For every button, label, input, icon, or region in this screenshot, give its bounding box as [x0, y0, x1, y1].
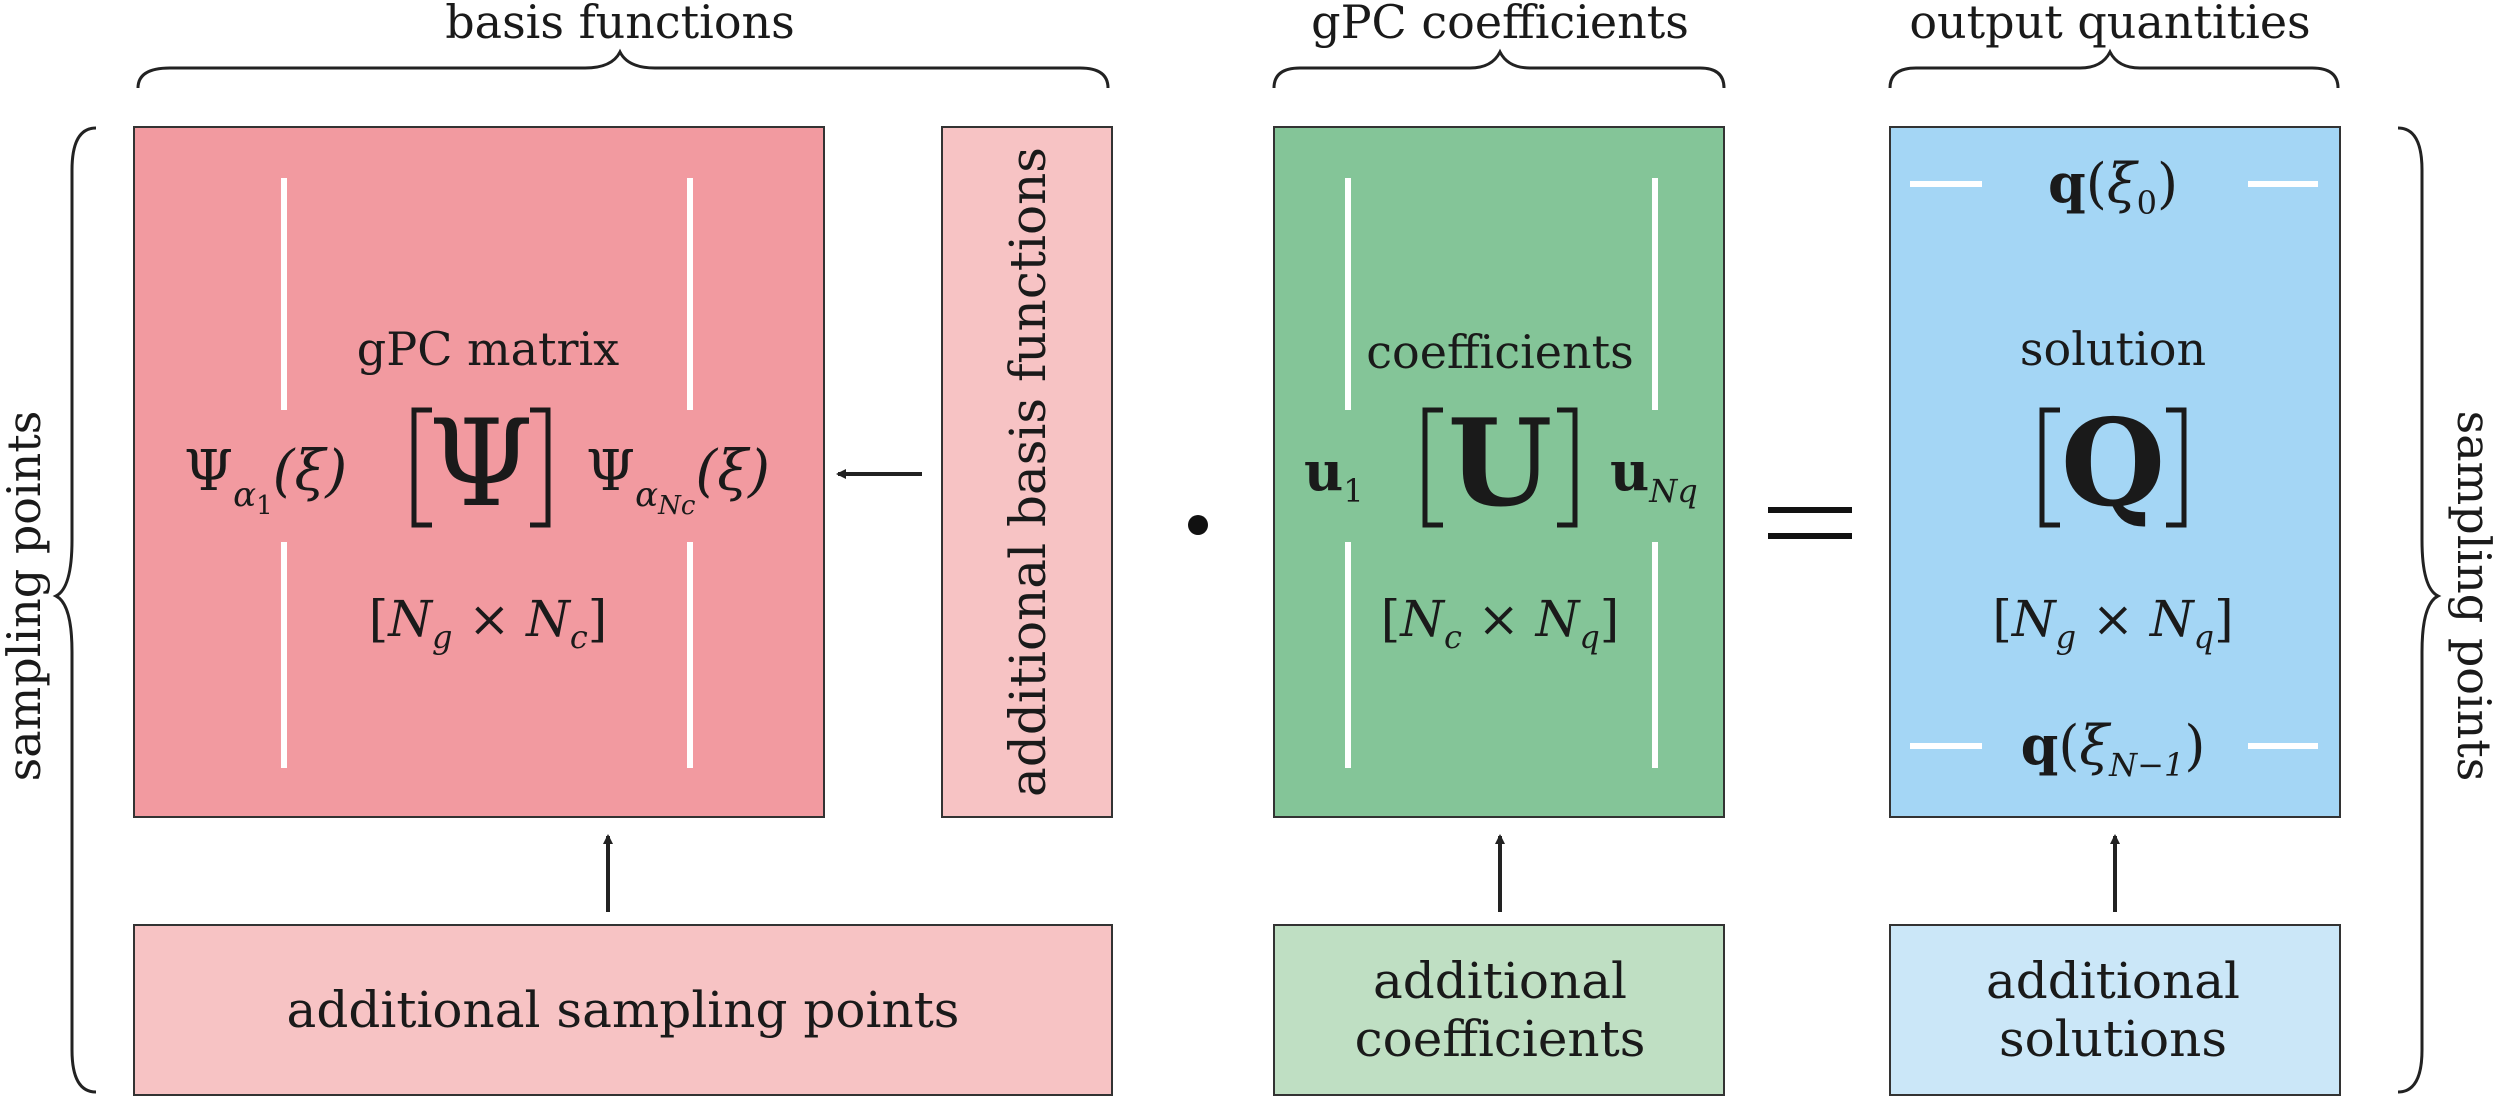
psi-symbol: Ψ: [428, 395, 533, 534]
basis-fn-first: Ψα1(ξ): [184, 439, 347, 521]
gpc-matrix-title: gPC matrix: [357, 322, 619, 376]
brace-basis: [136, 48, 1110, 89]
coeff-title: coefficients: [1366, 325, 1634, 379]
basis-fn-last: ΨαNc(ξ): [586, 439, 770, 521]
label-sampling-points-right: sampling points: [2447, 411, 2494, 782]
gpc-matrix-dims: [Ng × Nc]: [369, 590, 608, 656]
additional-basis-box: [941, 126, 1113, 818]
solution-first-row: q(ξ0): [2048, 151, 2178, 222]
equals-bar-bottom: [1768, 533, 1852, 539]
header-output-quantities: output quantities: [1909, 0, 2310, 49]
q-symbol: Q: [2061, 393, 2166, 534]
bracket-left: [1422, 407, 1443, 528]
header-basis-functions: basis functions: [445, 0, 795, 49]
solution-title: solution: [2020, 322, 2206, 376]
brace-right: [2397, 126, 2442, 1094]
additional-sampling-box: [133, 924, 1113, 1096]
brace-coeff: [1272, 48, 1726, 89]
brace-output: [1888, 48, 2340, 89]
solution-last-row: q(ξN−1): [2021, 713, 2206, 784]
solution-box: [1889, 126, 2341, 818]
additional-coeff-label-line2: coefficients: [1355, 1010, 1646, 1068]
additional-solutions-label-line2: solutions: [1999, 1010, 2227, 1068]
vector-u-last: uNq: [1610, 439, 1698, 510]
label-sampling-points-left: sampling points: [0, 411, 51, 782]
bracket-right: [530, 407, 551, 528]
additional-coeff-label-line1: additional: [1373, 952, 1627, 1010]
vector-u-first: u1: [1304, 439, 1364, 510]
equals-bar-top: [1768, 507, 1852, 513]
bracket-left: [2039, 407, 2060, 528]
bracket-right: [2166, 407, 2187, 528]
additional-coeff-box: [1273, 924, 1725, 1096]
solution-dims: [Ng × Nq]: [1992, 590, 2233, 656]
brace-left: [52, 126, 97, 1094]
header-gpc-coefficients: gPC coefficients: [1311, 0, 1689, 49]
bracket-right: [1557, 407, 1578, 528]
additional-sampling-label: additional sampling points: [287, 981, 960, 1039]
dot-operator: [1188, 515, 1208, 535]
additional-solutions-box: [1889, 924, 2341, 1096]
gpc-matrix-box: [133, 126, 825, 818]
additional-basis-label: additional basis functions: [999, 147, 1057, 797]
bracket-left: [411, 407, 432, 528]
u-symbol: U: [1448, 393, 1553, 534]
additional-solutions-label-line1: additional: [1986, 952, 2240, 1010]
coeff-dims: [Nc × Nq]: [1381, 590, 1620, 656]
